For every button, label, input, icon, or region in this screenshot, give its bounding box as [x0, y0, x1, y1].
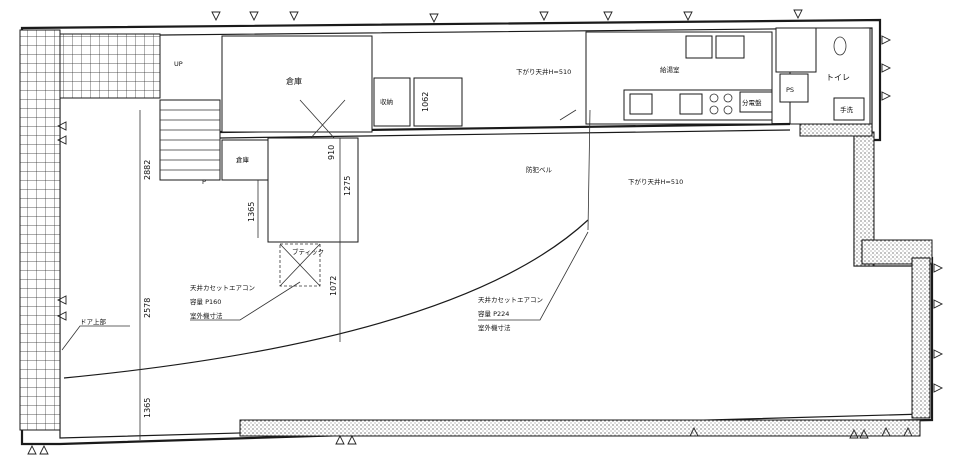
dim-1275: 1275: [343, 176, 352, 196]
ps-box: [779, 73, 809, 103]
service-box: [739, 91, 773, 113]
stove-4: [723, 105, 733, 115]
label-ac-2-line3: 室外機寸法: [478, 323, 511, 332]
diagonal-line: [559, 109, 591, 231]
label-ac-2-line2: 容量 P224: [478, 309, 509, 318]
label-ps: PS: [786, 86, 794, 94]
dim-1365-a: 1365: [143, 398, 152, 418]
ac-1-unit: [279, 243, 321, 287]
curve-partition: [63, 219, 589, 379]
label-storage: 倉庫: [286, 76, 302, 86]
room-storage-small: [373, 77, 411, 127]
wall-hatch-right-column: [911, 257, 931, 419]
label-1062: 1062: [421, 92, 430, 112]
wall-hatch-bottom: [239, 419, 921, 437]
dim-910: 910: [327, 145, 336, 160]
wall-top-band: [219, 129, 791, 139]
label-ac-1-line1: 天井カセットエアコン: [190, 283, 255, 292]
ac-1-cross: [279, 243, 321, 287]
sink-2: [679, 93, 703, 115]
stove-1: [709, 93, 719, 103]
room-boutique: [267, 137, 359, 243]
handwash-box: [833, 97, 865, 121]
room-storage: [221, 35, 373, 133]
dim-2578: 2578: [143, 298, 152, 318]
room-1062: [413, 77, 463, 127]
kitchen-unit-top-1: [685, 35, 713, 59]
label-ac-1-line2: 容量 P160: [190, 297, 221, 306]
label-beam-1: 下がり天井H=510: [516, 67, 571, 76]
wall-tile-left: [19, 29, 61, 431]
label-kitchen: 給湯室: [660, 65, 680, 74]
toilet-bowl: [833, 36, 847, 56]
label-ac-2-line1: 天井カセットエアコン: [478, 295, 543, 304]
label-toilet: トイレ: [826, 73, 850, 82]
label-service-box: 分電盤: [742, 98, 762, 107]
entry-tile: [59, 33, 161, 99]
stair-steps: [160, 109, 220, 171]
leader-door: [61, 325, 130, 351]
leader-ac-1: [190, 281, 301, 321]
window-markers: [27, 9, 944, 455]
label-beam-2: 下がり天井H=510: [628, 177, 683, 186]
label-ac-1-line3: 室外機寸法: [190, 311, 223, 320]
label-p: P: [202, 178, 206, 186]
room-storage-3: [221, 139, 269, 181]
label-boutique: ブティック: [292, 247, 324, 256]
label-door-note: ドア上部: [80, 317, 107, 326]
label-up: UP: [174, 60, 183, 68]
label-storage-3: 倉庫: [236, 155, 250, 164]
label-handwash: 手洗: [840, 105, 854, 114]
label-storage-small: 収納: [380, 97, 393, 106]
toilet-partition: [775, 27, 817, 73]
stove-2: [723, 93, 733, 103]
leader-ac-2: [478, 231, 589, 321]
label-bell: 防犯ベル: [526, 165, 553, 174]
wall-hatch-top-right: [799, 123, 873, 137]
dim-2882: 2882: [143, 160, 152, 180]
sink-1: [629, 93, 653, 115]
stove-3: [709, 105, 719, 115]
kitchen-unit-top-2: [715, 35, 745, 59]
dim-1072: 1072: [329, 276, 338, 296]
dim-1365-b: 1365: [247, 202, 256, 222]
